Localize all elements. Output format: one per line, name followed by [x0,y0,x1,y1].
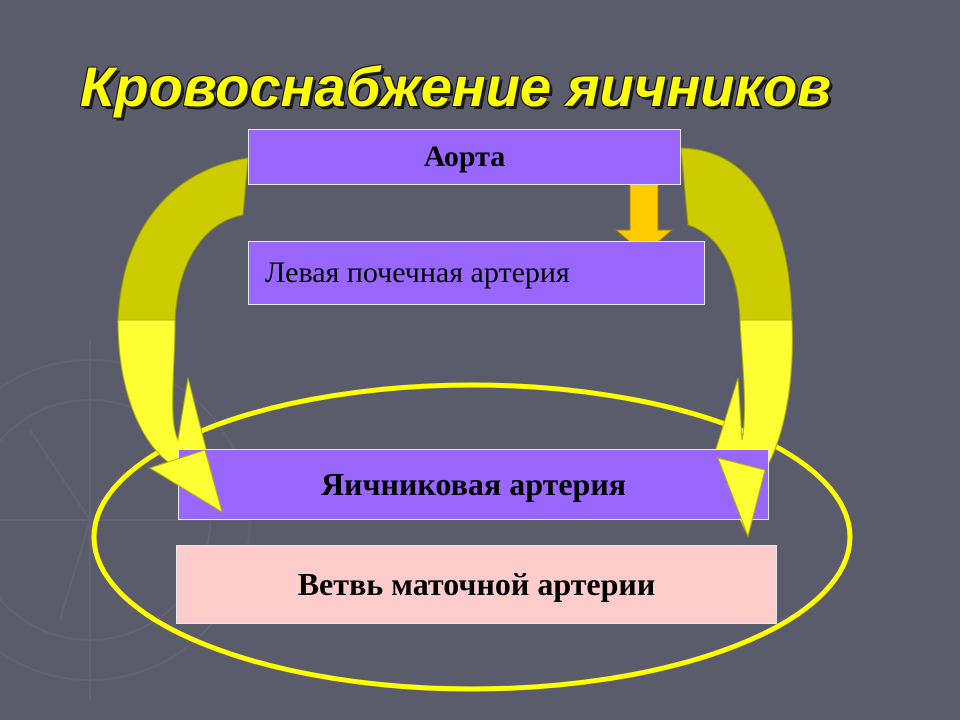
aorta-box: Аорта [248,129,681,185]
grouping-ellipse [91,382,853,692]
uterine-artery-branch-box: Ветвь маточной артерии [176,545,777,624]
page-title: Кровоснабжение яичников [80,55,831,118]
ovarian-artery-box: Яичниковая артерия [178,449,769,520]
left-arrow-head [148,449,223,514]
right-arrow-head [717,457,766,538]
left-renal-artery-box: Левая почечная артерия [248,241,705,305]
